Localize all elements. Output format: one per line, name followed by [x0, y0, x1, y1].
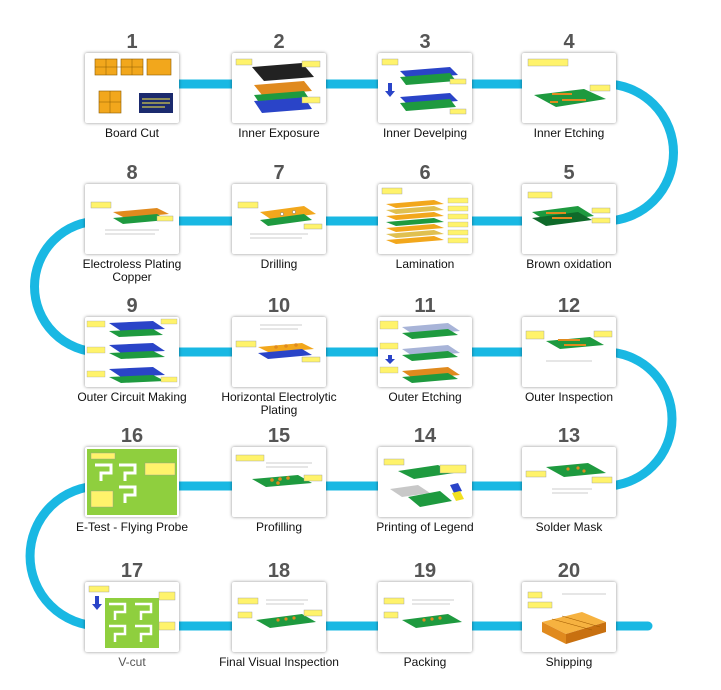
solder-mask-icon: [522, 447, 616, 517]
step-label: Printing of Legend: [376, 520, 474, 534]
shipping-icon: [522, 582, 616, 652]
outer-inspection-icon: [522, 317, 616, 387]
step-label: Inner Develping: [382, 126, 468, 140]
step-number: 15: [267, 425, 291, 447]
board-cut-icon: [85, 53, 179, 123]
step-number: 9: [126, 295, 138, 317]
inner-etching-icon: [522, 53, 616, 123]
electroless-plating-icon: [85, 184, 179, 254]
step-label: Horizontal Electrolytic Plating: [221, 390, 337, 417]
step-label: Solder Mask: [535, 520, 603, 534]
final-inspection-icon: [232, 582, 326, 652]
brown-oxidation-icon: [522, 184, 616, 254]
drilling-icon: [232, 184, 326, 254]
step-number: 4: [563, 31, 575, 53]
step-number: 10: [267, 295, 291, 317]
step-label: Electroless Plating Copper: [82, 257, 182, 284]
step-label: Profilling: [255, 520, 303, 534]
step-number: 1: [126, 31, 138, 53]
packing-icon: [378, 582, 472, 652]
legend-printing-icon: [378, 447, 472, 517]
step-label: Final Visual Inspection: [219, 655, 339, 669]
profiling-icon: [232, 447, 326, 517]
step-label: Outer Etching: [388, 390, 462, 404]
step-label: Shipping: [545, 655, 593, 669]
outer-circuit-icon: [85, 317, 179, 387]
step-label: Outer Circuit Making: [77, 390, 187, 404]
step-number: 14: [413, 425, 437, 447]
step-number: 12: [557, 295, 581, 317]
step-label: Drilling: [260, 257, 298, 271]
step-number: 13: [557, 425, 581, 447]
step-label: Packing: [403, 655, 447, 669]
v-cut-icon: [85, 582, 179, 652]
step-number: 8: [126, 162, 138, 184]
step-label: Inner Etching: [533, 126, 605, 140]
step-label: Outer Inspection: [524, 390, 614, 404]
lamination-icon: [378, 184, 472, 254]
flying-probe-icon: [85, 447, 179, 517]
step-number: 7: [273, 162, 285, 184]
step-number: 16: [120, 425, 144, 447]
step-label: Board Cut: [104, 126, 160, 140]
step-label: V-cut: [118, 655, 146, 669]
step-label: Brown oxidation: [526, 257, 612, 271]
step-number: 6: [419, 162, 431, 184]
step-number: 17: [120, 560, 144, 582]
step-number: 2: [273, 31, 285, 53]
step-number: 5: [563, 162, 575, 184]
step-number: 18: [267, 560, 291, 582]
step-number: 3: [419, 31, 431, 53]
electrolytic-plating-icon: [232, 317, 326, 387]
outer-etching-icon: [378, 317, 472, 387]
inner-exposure-icon: [232, 53, 326, 123]
step-number: 11: [414, 295, 436, 317]
step-number: 19: [413, 560, 437, 582]
step-label: E-Test - Flying Probe: [75, 520, 189, 534]
inner-developing-icon: [378, 53, 472, 123]
flow-track-line: [25, 79, 678, 631]
step-number: 20: [557, 560, 581, 582]
step-label: Lamination: [395, 257, 455, 271]
step-label: Inner Exposure: [238, 126, 320, 140]
